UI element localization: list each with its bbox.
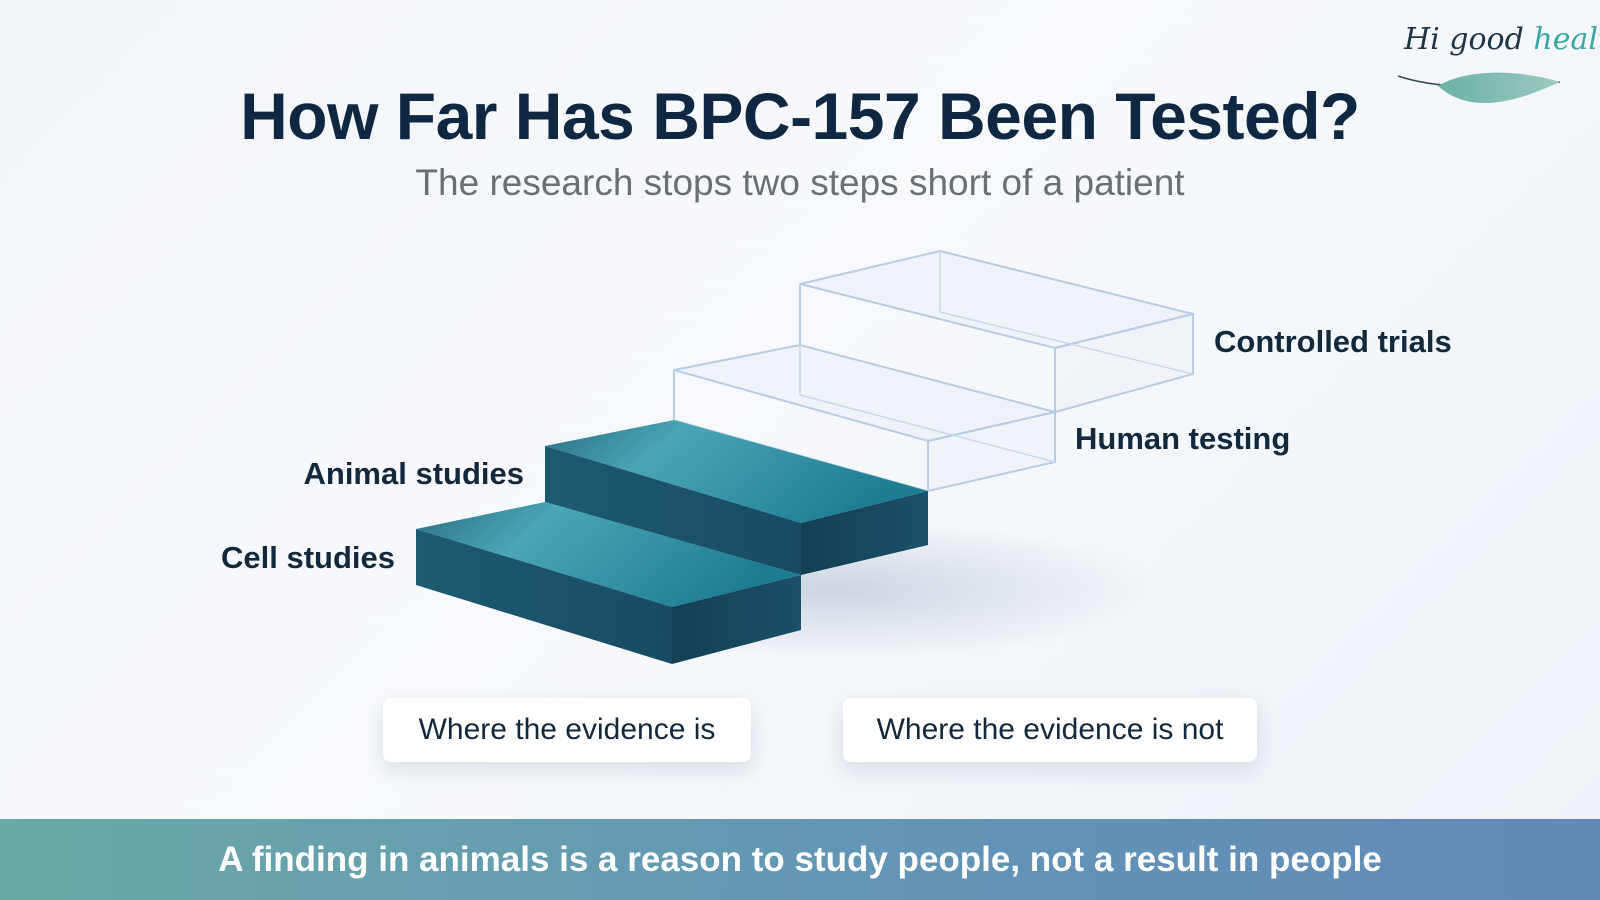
step-human-testing xyxy=(673,343,1056,493)
footer-banner-text: A finding in animals is a reason to stud… xyxy=(218,839,1382,879)
evidence-absent-label: Where the evidence is not xyxy=(843,698,1257,762)
step-label-cell-studies: Cell studies xyxy=(221,540,395,575)
step-cell-studies xyxy=(416,502,801,664)
step-animal-studies xyxy=(545,420,928,575)
logo-wordmark: Hi good health xyxy=(1404,22,1600,57)
step-label-animal-studies: Animal studies xyxy=(303,456,525,491)
evidence-present-label: Where the evidence is xyxy=(383,698,751,762)
logo-text-main: Hi good xyxy=(1404,22,1534,57)
leaf-icon xyxy=(1397,72,1561,104)
footer-banner: A finding in animals is a reason to stud… xyxy=(0,819,1600,900)
step-label-controlled-trials: Controlled trials xyxy=(1214,324,1452,359)
step-label-human-testing: Human testing xyxy=(1075,421,1291,456)
step-controlled-trials xyxy=(799,249,1194,414)
page-title: How Far Has BPC-157 Been Tested? xyxy=(240,79,1360,153)
logo-text-accent: health xyxy=(1533,22,1600,57)
brand-logo: Hi good health xyxy=(1394,18,1600,108)
page-subtitle: The research stops two steps short of a … xyxy=(415,162,1185,203)
